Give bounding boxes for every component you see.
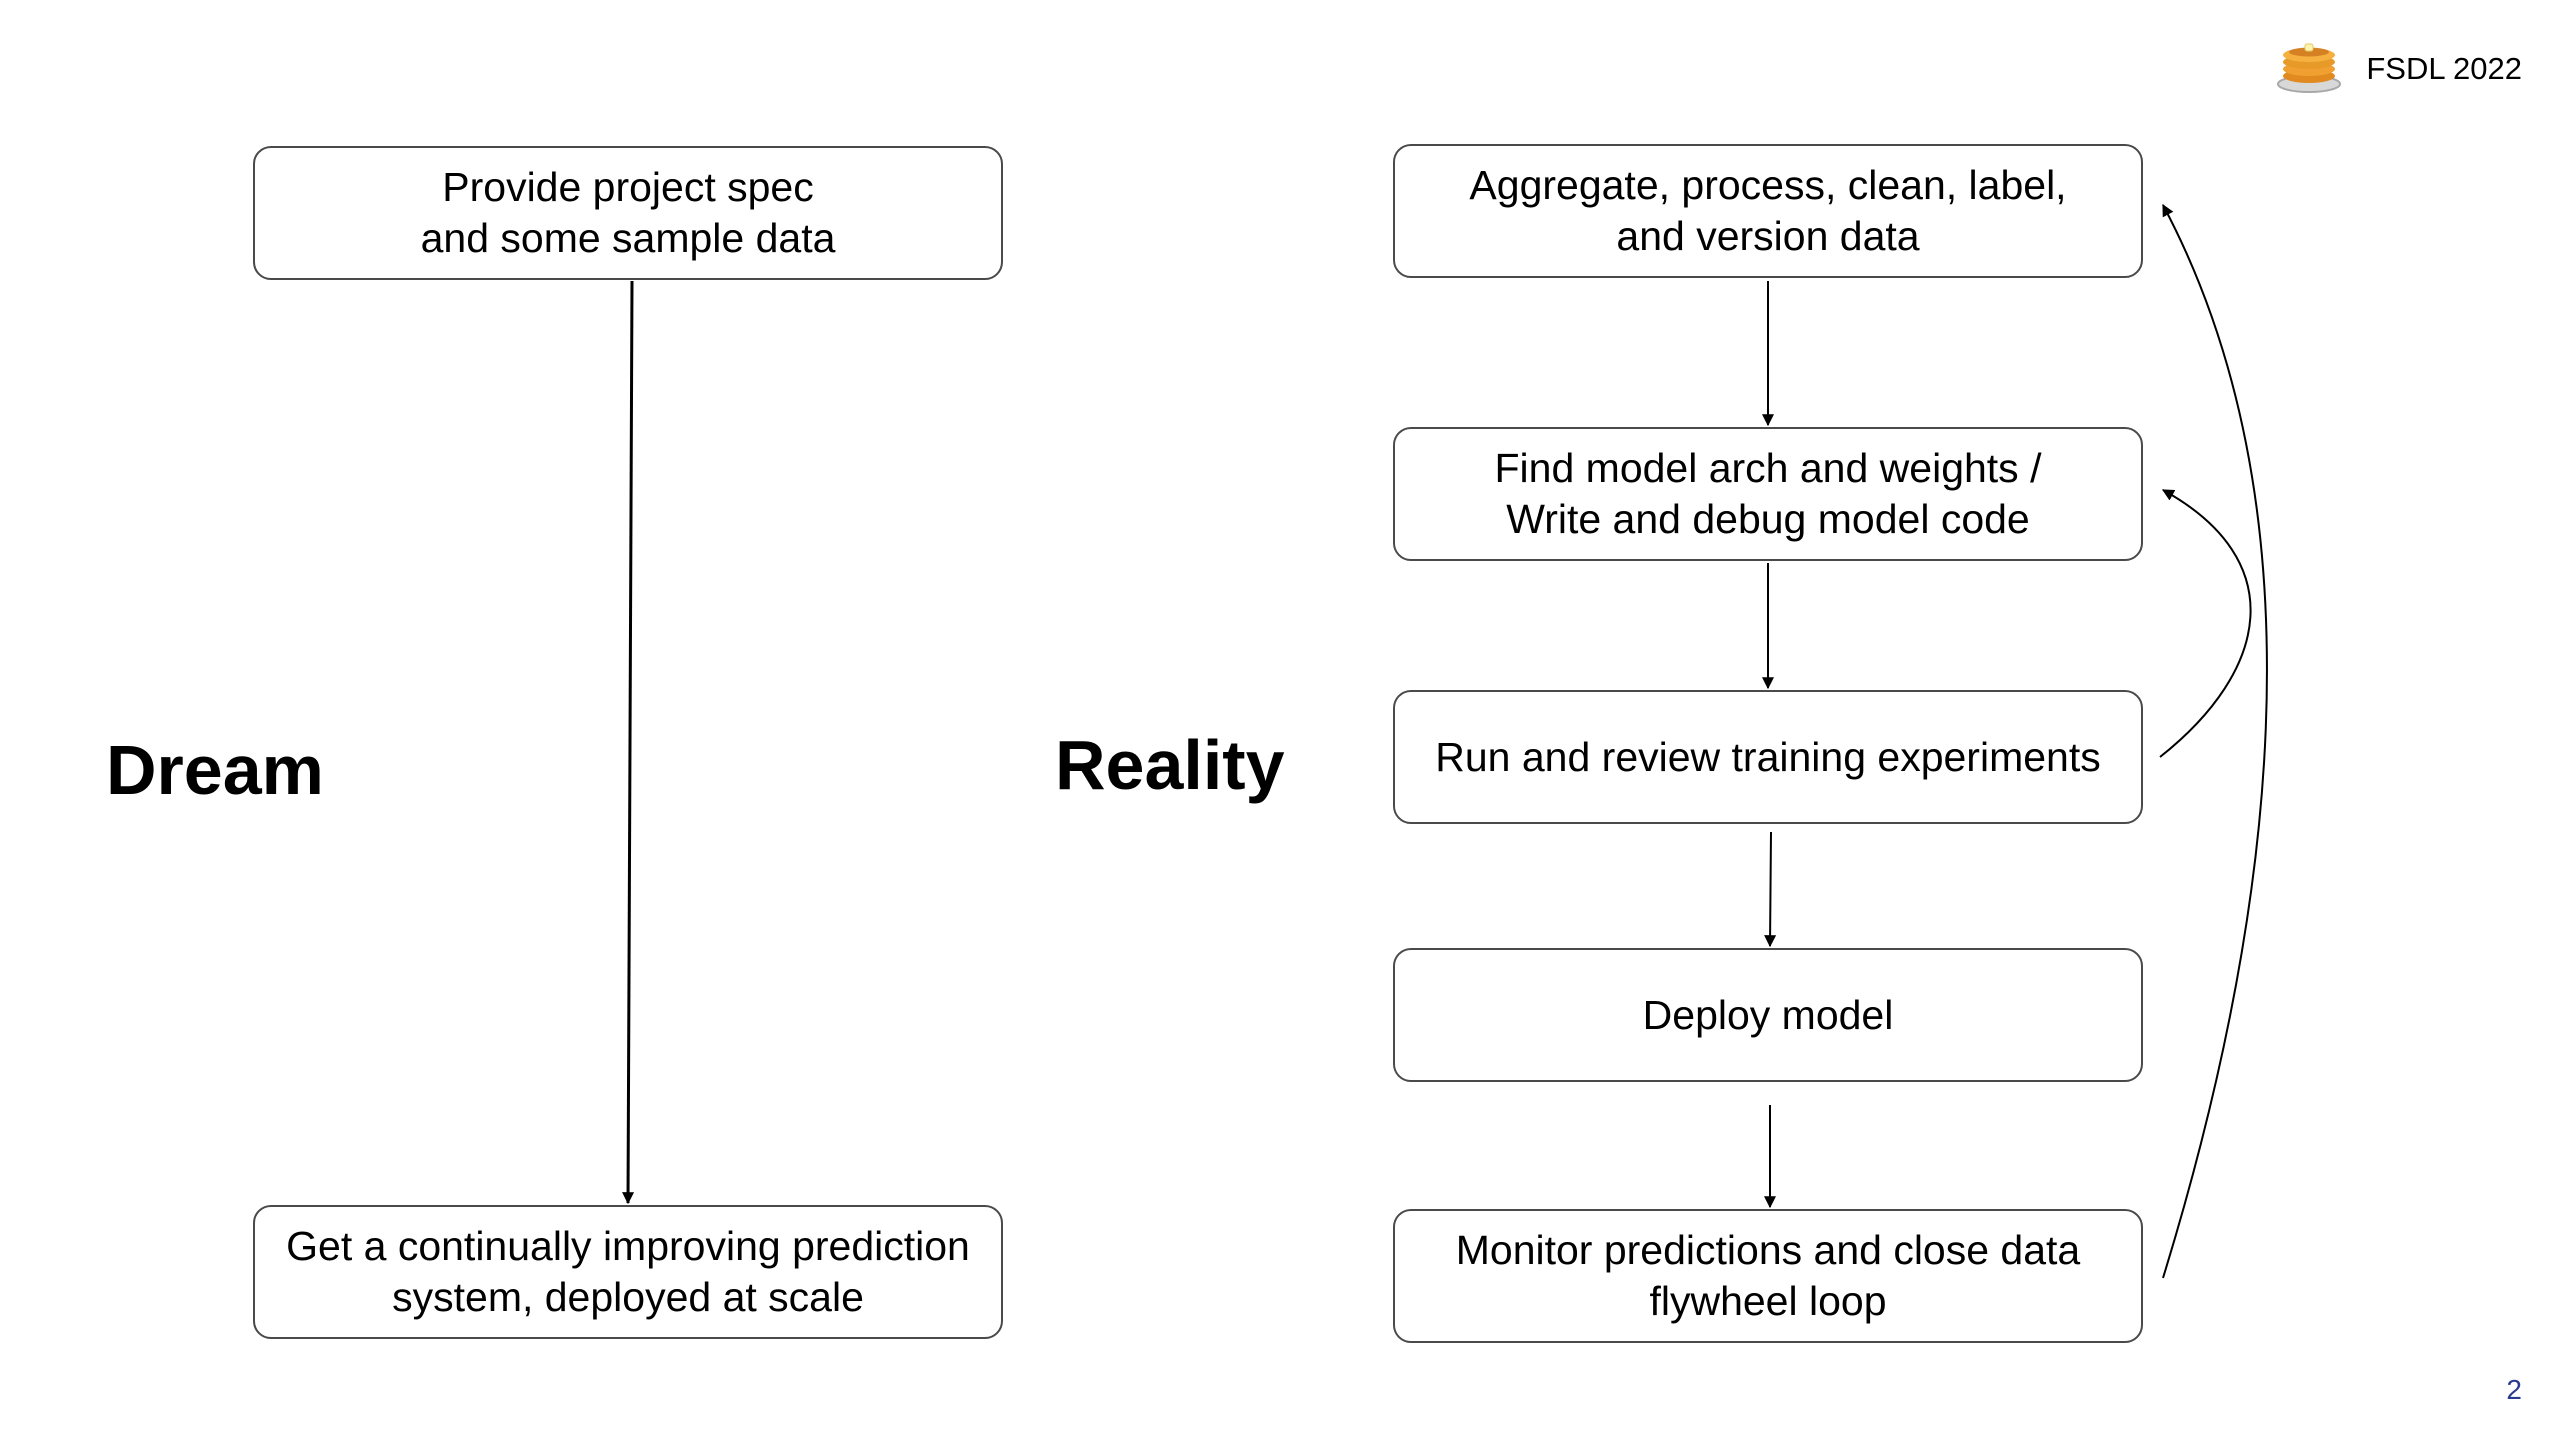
dream-flow-arrow bbox=[622, 280, 635, 1205]
dream-title: Dream bbox=[106, 731, 324, 809]
reality-step-training: Run and review training experiments bbox=[1393, 690, 2143, 824]
arrow-training-to-deploy bbox=[1764, 831, 1777, 948]
dream-step-deployed: Get a continually improving prediction s… bbox=[253, 1205, 1003, 1339]
reality-step-data: Aggregate, process, clean, label, and ve… bbox=[1393, 144, 2143, 278]
dream-step-spec: Provide project spec and some sample dat… bbox=[253, 146, 1003, 280]
reality-step-monitor: Monitor predictions and close data flywh… bbox=[1393, 1209, 2143, 1343]
loop-training-to-model-arrow bbox=[2159, 489, 2252, 758]
reality-step-deploy: Deploy model bbox=[1393, 948, 2143, 1082]
reality-step-model: Find model arch and weights / Write and … bbox=[1393, 427, 2143, 561]
brand-header: FSDL 2022 bbox=[2276, 38, 2522, 99]
page-number: 2 bbox=[2506, 1374, 2522, 1405]
brand-label: FSDL 2022 bbox=[2366, 50, 2522, 86]
loop-monitor-to-data-arrow bbox=[2162, 203, 2268, 1279]
pancake-stack-icon bbox=[2276, 38, 2342, 99]
reality-title: Reality bbox=[1055, 726, 1285, 804]
